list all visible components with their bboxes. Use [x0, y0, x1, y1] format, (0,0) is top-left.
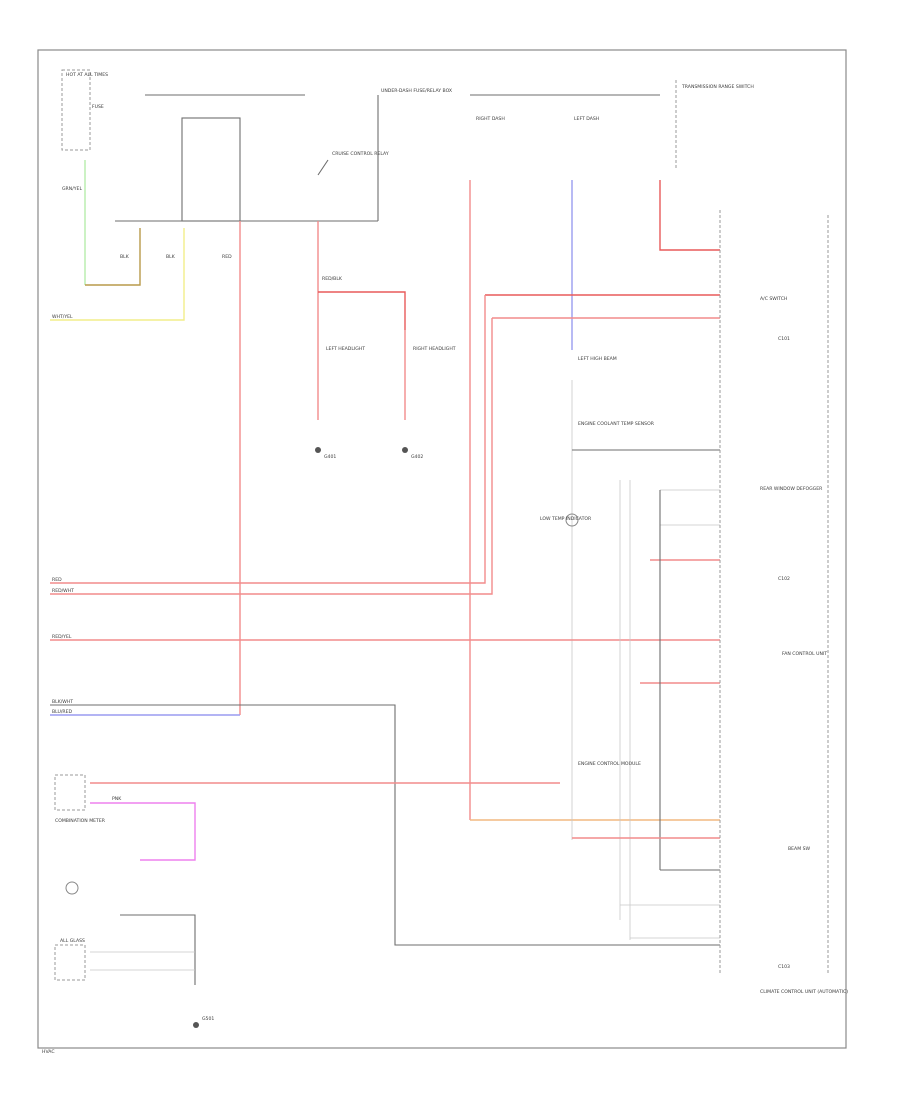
- wire-yellow: [50, 228, 185, 321]
- indicator-lamp-icon: [65, 881, 79, 895]
- right-dash-label: RIGHT DASH: [476, 116, 505, 122]
- wire-code-red-yel: RED/YEL: [52, 634, 72, 640]
- rear-window-label: REAR WINDOW DEFOGGER: [760, 486, 823, 492]
- wire-gray-long-bottom: [50, 704, 720, 946]
- diagram-frame: [37, 49, 847, 1049]
- wire-pink-meter: [90, 802, 196, 861]
- corner-label: HVAC: [42, 1049, 55, 1055]
- wire-red-h3: [50, 295, 486, 584]
- g402-label: G402: [411, 454, 423, 460]
- ground-g402-icon: [402, 447, 408, 453]
- wire-code-red-blk: RED/BLK: [322, 276, 343, 282]
- ground-g401-icon: [315, 447, 321, 453]
- combination-meter-box: [54, 774, 86, 811]
- left-dash-label: LEFT DASH: [574, 116, 599, 122]
- combination-meter-label: COMBINATION METER: [55, 818, 106, 824]
- c101-label: C101: [778, 336, 790, 342]
- hot-at-all-times-box: [61, 69, 91, 151]
- all-glass-box: [54, 944, 86, 981]
- underdash-box-label: UNDER-DASH FUSE/RELAY BOX: [381, 88, 452, 94]
- wire-code-blk-2: BLK: [166, 254, 176, 260]
- a-c-switch-label: A/C SWITCH: [760, 296, 787, 302]
- low-temp-label: LOW TEMP INDICATOR: [540, 516, 592, 522]
- c102-label: C102: [778, 576, 790, 582]
- trans-range-label: TRANSMISSION RANGE SWITCH: [681, 84, 754, 90]
- all-glass-label: ALL GLASS: [60, 938, 85, 944]
- fan-control-label: FAN CONTROL UNIT: [782, 651, 827, 657]
- cruise-relay-label: CRUISE CONTROL RELAY: [332, 151, 389, 157]
- c103-label: C103: [778, 964, 790, 970]
- wire-red-trans: [659, 180, 720, 251]
- wire-code-blk-1: BLK: [120, 254, 130, 260]
- wire-code-red-1: RED: [222, 254, 232, 260]
- engine-control-label: ENGINE CONTROL MODULE: [578, 761, 641, 767]
- wire-red-h4: [50, 318, 493, 595]
- g501-label: G501: [202, 1016, 214, 1022]
- right-headlight-label: RIGHT HEADLIGHT: [413, 346, 456, 352]
- relay-box: [181, 117, 241, 222]
- g401-label: G401: [324, 454, 336, 460]
- engine-coolant-label: ENGINE COOLANT TEMP SENSOR: [578, 421, 655, 427]
- ground-g501-icon: [193, 1022, 199, 1028]
- wire-code-red-wht: RED/WHT: [52, 588, 74, 594]
- wire-brown: [85, 228, 141, 286]
- left-high-beam-label: LEFT HIGH BEAM: [578, 356, 617, 362]
- wire-code-red-2: RED: [52, 577, 62, 583]
- wire-code-grn: GRN/YEL: [62, 186, 82, 192]
- left-headlight-label: LEFT HEADLIGHT: [326, 346, 365, 352]
- wire-red-dark-branch: [318, 291, 406, 330]
- wire-code-blu-red: BLU/RED: [52, 709, 72, 715]
- beam-sw-label: BEAM SW: [788, 846, 811, 852]
- wire-gray-meter-lower: [120, 914, 196, 985]
- hot-at-all-times-label: HOT AT ALL TIMES: [66, 72, 108, 78]
- fuse-label: FUSE: [92, 104, 104, 110]
- wire-code-blk-wht: BLK/WHT: [52, 699, 73, 705]
- sensor-icon: [565, 513, 579, 527]
- cruise-switch-arm: [317, 159, 329, 176]
- wire-code-yellow: WHT/YEL: [52, 314, 73, 320]
- wire-code-pnk: PNK: [112, 796, 122, 802]
- climate-ctrl-label: CLIMATE CONTROL UNIT (AUTOMATIC): [760, 989, 848, 995]
